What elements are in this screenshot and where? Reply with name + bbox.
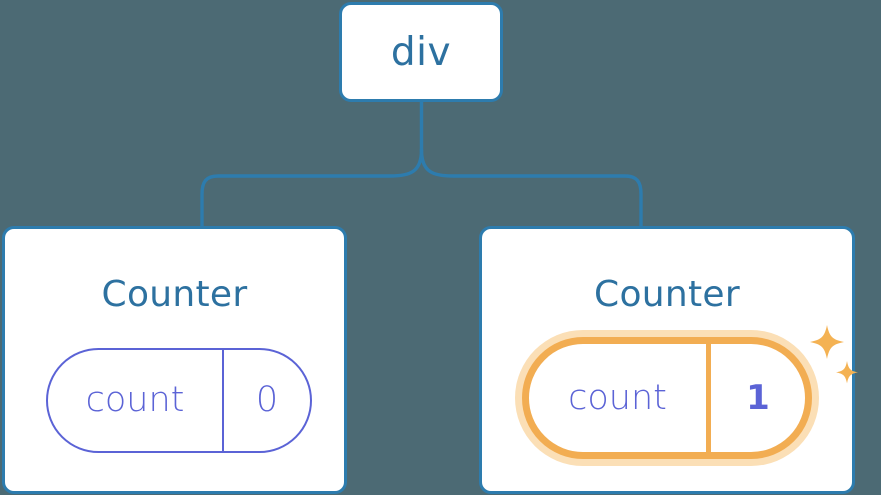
- connector-to-left-child: [200, 148, 424, 228]
- state-value-cell-left: 0: [224, 350, 310, 451]
- state-key-label-right: count: [568, 377, 667, 418]
- state-pill-left[interactable]: count 0: [46, 348, 312, 453]
- state-value-label-right: 1: [746, 378, 770, 418]
- node-counter-right[interactable]: Counter count 1: [479, 226, 858, 494]
- node-counter-left[interactable]: Counter count 0: [2, 226, 347, 494]
- sparkle-large-icon: [810, 325, 844, 359]
- state-pill-right-highlighted[interactable]: count 1: [522, 337, 812, 459]
- node-div-label: div: [390, 29, 452, 75]
- state-key-cell-left: count: [48, 350, 224, 451]
- component-title-left: Counter: [101, 274, 248, 315]
- sparkle-group: [810, 325, 858, 384]
- component-title-right: Counter: [594, 274, 740, 315]
- state-key-label-left: count: [85, 380, 185, 420]
- state-value-cell-right: 1: [711, 344, 805, 452]
- sparkle-small-icon: [836, 361, 858, 384]
- connector-to-right-child: [419, 148, 643, 228]
- state-key-cell-right: count: [529, 344, 711, 452]
- state-value-label-left: 0: [255, 380, 279, 420]
- node-div[interactable]: div: [339, 2, 503, 102]
